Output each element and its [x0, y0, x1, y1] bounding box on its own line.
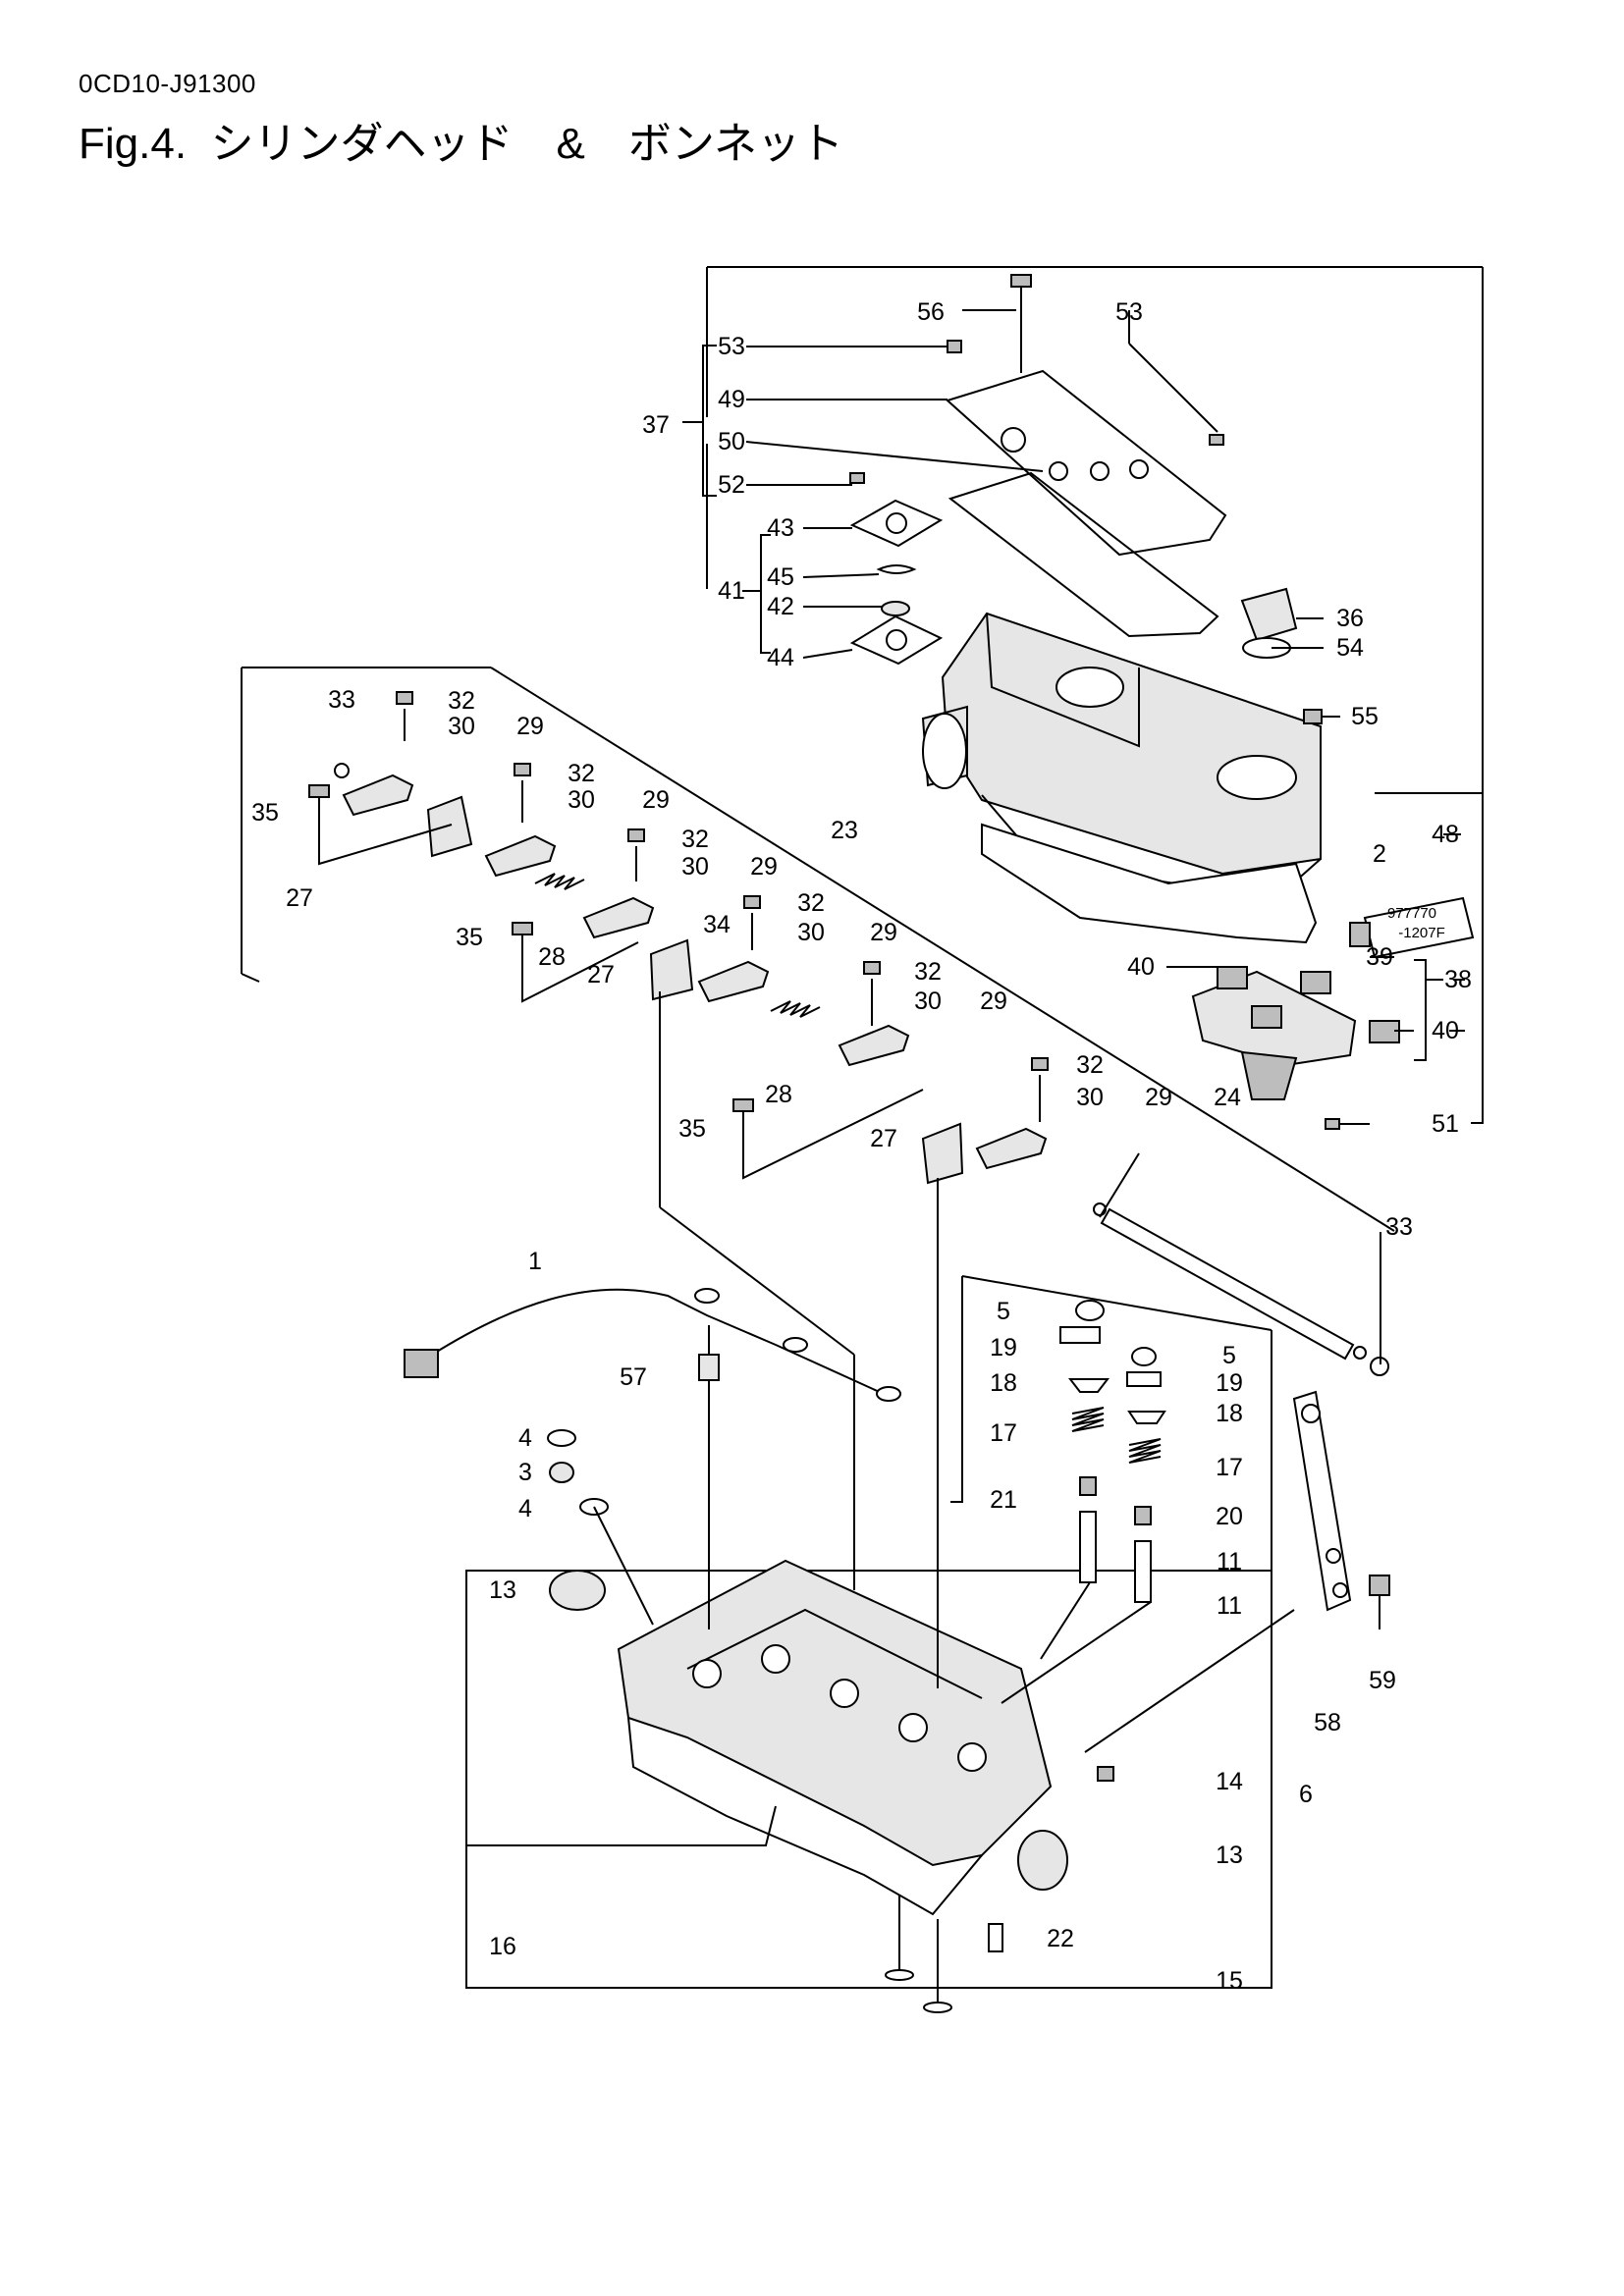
part-label-57: 57	[620, 1363, 647, 1391]
bonnet-cover: 977770 -1207F	[849, 274, 1475, 1130]
part-label-41: 41	[718, 577, 745, 605]
part-label-35: 35	[456, 924, 483, 951]
part-label-30: 30	[681, 853, 709, 881]
group-frames	[241, 266, 1484, 1989]
part-label-29: 29	[750, 853, 778, 881]
part-label-49: 49	[718, 386, 745, 413]
part-label-29: 29	[870, 919, 897, 946]
part-label-17: 17	[990, 1419, 1017, 1447]
document-code: 0CD10-J91300	[79, 69, 256, 98]
part-label-28: 28	[765, 1081, 792, 1108]
part-label-33: 33	[328, 686, 355, 714]
part-label-37: 37	[642, 411, 670, 439]
part-label-42: 42	[767, 593, 794, 620]
part-label-30: 30	[448, 713, 475, 740]
sealant-tube: 977770 -1207F	[1349, 896, 1475, 959]
callout-labels: 1 2 3 4 4 5 5 6 11 11 13 13 14 15 16 17 …	[251, 298, 1472, 1995]
part-label-30: 30	[914, 988, 942, 1015]
part-label-51: 51	[1432, 1110, 1459, 1138]
part-label-15: 15	[1216, 1967, 1243, 1995]
part-label-35: 35	[678, 1115, 706, 1143]
part-label-17: 17	[1216, 1454, 1243, 1481]
part-label-18: 18	[990, 1369, 1017, 1397]
label-leaders	[745, 309, 1465, 1125]
part-label-43: 43	[767, 514, 794, 542]
part-label-32: 32	[448, 687, 475, 715]
part-label-34: 34	[703, 911, 731, 938]
part-label-19: 19	[1216, 1369, 1243, 1397]
part-label-39: 39	[1366, 943, 1393, 971]
part-label-48: 48	[1432, 821, 1459, 848]
part-label-29: 29	[516, 713, 544, 740]
part-label-27: 27	[870, 1125, 897, 1152]
part-label-24: 24	[1214, 1084, 1241, 1111]
part-label-14: 14	[1216, 1768, 1243, 1795]
tube-code-2: -1207F	[1398, 925, 1445, 941]
part-label-44: 44	[767, 644, 794, 671]
part-label-32: 32	[681, 826, 709, 853]
part-label-13: 13	[1216, 1842, 1243, 1869]
part-label-11: 11	[1217, 1548, 1242, 1575]
tube-code-1: 977770	[1387, 905, 1436, 922]
part-label-30: 30	[1076, 1084, 1104, 1111]
part-label-32: 32	[914, 958, 942, 986]
part-label-5: 5	[997, 1298, 1010, 1325]
part-label-29: 29	[642, 786, 670, 814]
part-label-29: 29	[980, 988, 1007, 1015]
part-label-20: 20	[1216, 1503, 1243, 1530]
part-label-2: 2	[1373, 840, 1386, 868]
part-label-36: 36	[1336, 605, 1364, 632]
part-label-40: 40	[1127, 953, 1155, 981]
part-label-38: 38	[1444, 966, 1472, 993]
part-label-4: 4	[518, 1495, 532, 1522]
part-label-40: 40	[1432, 1017, 1459, 1044]
part-label-28: 28	[538, 943, 566, 971]
part-label-29: 29	[1145, 1084, 1172, 1111]
part-label-19: 19	[990, 1334, 1017, 1362]
figure-title: Fig.4. シリンダヘッド & ボンネット	[79, 120, 843, 168]
part-label-32: 32	[568, 760, 595, 787]
part-label-53: 53	[1115, 298, 1143, 326]
part-label-50: 50	[718, 428, 745, 455]
part-label-59: 59	[1369, 1667, 1396, 1694]
part-label-5: 5	[1222, 1342, 1236, 1369]
part-label-4: 4	[518, 1424, 532, 1452]
part-label-3: 3	[518, 1459, 532, 1486]
part-label-22: 22	[1047, 1925, 1074, 1952]
rocker-arm-assembly	[308, 691, 1389, 1376]
part-label-45: 45	[767, 563, 794, 591]
part-label-53: 53	[718, 333, 745, 360]
part-label-58: 58	[1314, 1709, 1341, 1736]
part-label-27: 27	[587, 961, 615, 988]
part-label-18: 18	[1216, 1400, 1243, 1427]
part-label-30: 30	[797, 919, 825, 946]
part-label-1: 1	[528, 1248, 542, 1275]
part-label-33: 33	[1385, 1213, 1413, 1241]
part-label-54: 54	[1336, 634, 1364, 662]
part-label-13: 13	[489, 1576, 516, 1604]
part-label-30: 30	[568, 786, 595, 814]
part-label-23: 23	[831, 817, 858, 844]
part-label-32: 32	[1076, 1051, 1104, 1079]
part-label-6: 6	[1299, 1781, 1313, 1808]
part-label-35: 35	[251, 799, 279, 827]
part-label-55: 55	[1351, 703, 1379, 730]
part-label-52: 52	[718, 471, 745, 499]
part-label-32: 32	[797, 889, 825, 917]
part-label-11: 11	[1217, 1592, 1242, 1620]
part-label-21: 21	[990, 1486, 1017, 1514]
part-label-56: 56	[917, 298, 945, 326]
part-label-16: 16	[489, 1933, 516, 1960]
part-label-27: 27	[286, 884, 313, 912]
cylinder-head-parts	[404, 991, 1390, 2013]
